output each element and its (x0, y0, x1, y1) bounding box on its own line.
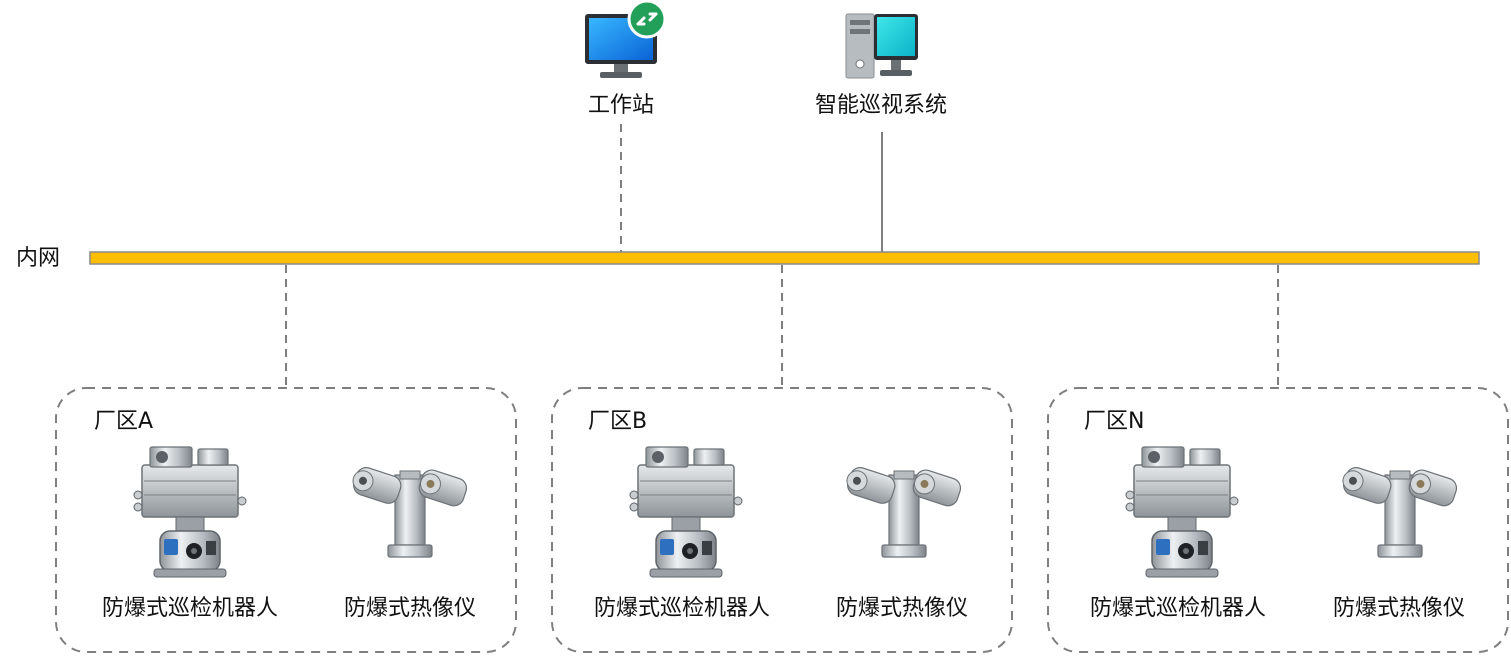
zone-b-box (551, 387, 1013, 653)
workstation-monitor-icon (585, 0, 667, 78)
zone-n-robot-label: 防爆式巡检机器人 (1089, 596, 1267, 621)
zone-a-box (55, 387, 517, 653)
explosion-proof-thermal-camera-icon (348, 463, 470, 558)
zone-n-thermal-label: 防爆式热像仪 (1332, 596, 1466, 621)
zone-a-robot-label: 防爆式巡检机器人 (101, 596, 279, 621)
explosion-proof-thermal-camera-icon (1338, 463, 1460, 558)
intranet-label: 内网 (16, 246, 61, 271)
explosion-proof-thermal-camera-icon (842, 463, 964, 558)
explosion-proof-patrol-robot-icon (133, 446, 247, 578)
intranet-bar (89, 251, 1480, 265)
explosion-proof-patrol-robot-icon (1125, 446, 1239, 578)
zone-b-title: 厂区B (588, 409, 648, 434)
server-computer-icon (845, 13, 918, 79)
zone-a-title: 厂区A (94, 409, 154, 434)
explosion-proof-patrol-robot-icon (629, 446, 743, 578)
inspection-system-label: 智能巡视系统 (814, 93, 948, 118)
zone-n-title: 厂区N (1084, 409, 1145, 434)
zone-b-thermal-label: 防爆式热像仪 (835, 596, 969, 621)
zone-n-box (1047, 387, 1509, 653)
zone-a-thermal-label: 防爆式热像仪 (343, 596, 477, 621)
workstation-label: 工作站 (587, 93, 655, 118)
zone-b-robot-label: 防爆式巡检机器人 (593, 596, 771, 621)
